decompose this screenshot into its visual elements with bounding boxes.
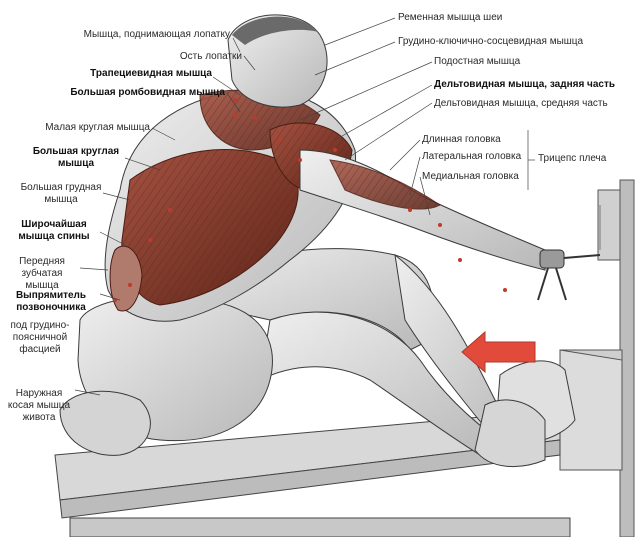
label-teres-minor: Малая круглая мышца <box>45 122 150 133</box>
label-deltoid-posterior: Дельтовидная мышца, задняя часть <box>434 79 616 90</box>
bench <box>54 409 571 537</box>
label-external-oblique: Наружная косая мышца живота <box>7 388 71 423</box>
leader-lines <box>74 17 535 396</box>
label-teres-major: Большая круглая мышца <box>32 146 120 169</box>
label-splenius: Ременная мышца шеи <box>398 12 503 23</box>
label-sternocleidomastoid: Грудино-ключично-сосцевидная мышца <box>398 36 584 47</box>
label-pectoralis-major: Большая грудная мышца <box>20 182 102 205</box>
pull-direction-arrow <box>461 330 536 374</box>
muscle-markers <box>113 98 507 302</box>
torso <box>104 88 357 322</box>
label-trapezius: Трапециевидная мышца <box>90 68 212 79</box>
label-scapula-spine: Ость лопатки <box>179 51 242 62</box>
label-thoracolumbar-fascia: под грудино-поясничной фасцией <box>10 320 70 355</box>
label-scapula-levator: Мышца, поднимающая лопатку <box>83 29 230 40</box>
label-deltoid-middle: Дельтовидная мышца, средняя часть <box>434 98 608 109</box>
label-triceps-medial: Медиальная головка <box>422 171 519 182</box>
label-serratus-anterior: Передняя зубчатая мышца <box>19 256 65 291</box>
label-triceps-group: Трицепс плеча <box>538 153 607 164</box>
label-latissimus: Широчайшая мышца спины <box>18 219 90 242</box>
cable-machine <box>559 179 635 537</box>
label-infraspinatus: Подостная мышца <box>434 56 521 67</box>
head <box>227 14 328 108</box>
label-triceps-lateral: Латеральная головка <box>422 151 522 162</box>
label-triceps-long: Длинная головка <box>422 134 501 145</box>
arm <box>299 149 601 301</box>
label-rhomboid-major: Большая ромбовидная мышца <box>70 87 225 98</box>
label-erector-spinae: Выпрямитель позвоночника <box>15 290 87 313</box>
hips <box>59 295 273 456</box>
